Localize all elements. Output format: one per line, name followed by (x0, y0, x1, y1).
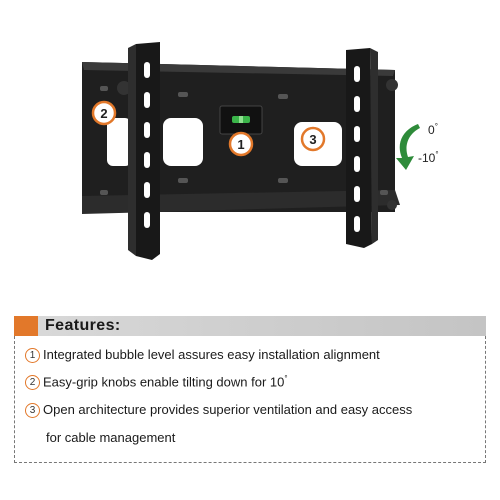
features-header: Features: (14, 316, 486, 336)
tilt-label-top: 0° (428, 122, 438, 137)
degree-symbol: ° (284, 374, 288, 383)
tilt-label-bottom: -10° (418, 150, 439, 165)
plate-opening-far-left (107, 118, 131, 166)
feature-item-3-continuation: for cable management (46, 430, 176, 445)
knob-left (117, 81, 131, 95)
plate-opening-left (163, 118, 203, 166)
product-figure: 1 2 3 0° -10° (82, 42, 439, 260)
feature-text: Open architecture provides superior vent… (43, 402, 413, 417)
svg-text:3: 3 (309, 132, 316, 147)
feature-text: Easy-grip knobs enable tilting down for … (43, 374, 285, 390)
feature-text: Integrated bubble level assures easy ins… (43, 347, 380, 362)
knob-right (386, 79, 398, 91)
bracket-arm-left (128, 42, 160, 260)
callout-2: 2 (91, 100, 117, 126)
callout-3: 3 (300, 126, 326, 152)
tilt-arrow-icon (396, 124, 420, 170)
header-accent-block (14, 316, 38, 336)
svg-text:2: 2 (100, 106, 107, 121)
svg-text:1: 1 (237, 137, 244, 152)
bracket-arm-right (346, 48, 378, 248)
tv-mount-illustration: 1 2 3 (82, 42, 420, 260)
callout-1: 1 (228, 131, 254, 157)
features-title: Features: (45, 317, 121, 334)
feature-number-badge: 3 (25, 403, 40, 418)
feature-number-badge: 1 (25, 348, 40, 363)
bubble-level (219, 105, 263, 135)
feature-number-badge: 2 (25, 375, 40, 391)
